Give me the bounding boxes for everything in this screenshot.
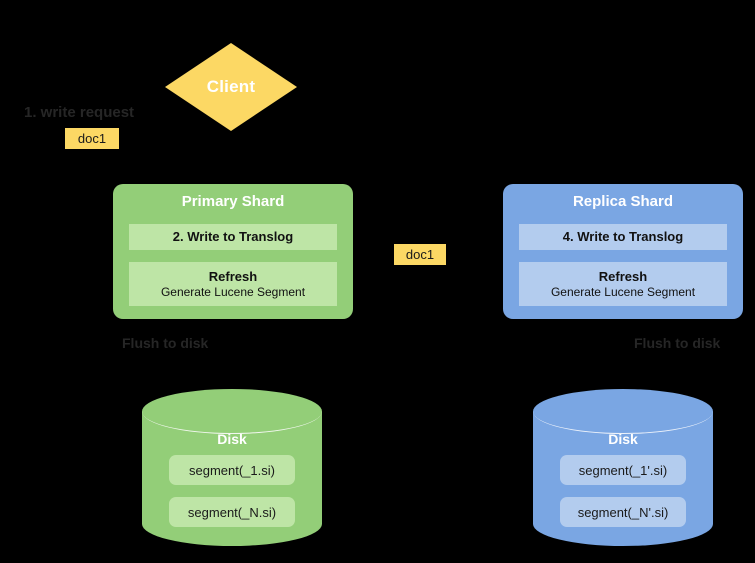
doc-badge-replication: doc1 (394, 244, 446, 265)
replica-disk-cylinder[interactable]: Disk segment(_1'.si) segment(_N'.si) (533, 389, 713, 546)
primary-segment-chip-2: segment(_N.si) (169, 497, 295, 527)
primary-flush-caption: Flush to disk (122, 335, 209, 351)
primary-shard-card[interactable]: Primary Shard 2. Write to Translog Refre… (113, 184, 353, 319)
replica-refresh-title: Refresh (598, 268, 648, 284)
cylinder-top-ellipse (533, 389, 713, 434)
replica-flush-caption: Flush to disk (634, 335, 721, 351)
replica-translog-label: 4. Write to Translog (562, 229, 684, 244)
primary-disk-cylinder[interactable]: Disk segment(_1.si) segment(_N.si) (142, 389, 322, 546)
primary-segment-chip-1: segment(_1.si) (169, 455, 295, 485)
replica-translog-box[interactable]: 4. Write to Translog (519, 224, 727, 250)
primary-disk-label: Disk (217, 431, 247, 447)
replica-shard-card[interactable]: Replica Shard 4. Write to Translog Refre… (503, 184, 743, 319)
replica-refresh-box[interactable]: Refresh Generate Lucene Segment (519, 262, 727, 306)
write-request-caption: 1. write request (24, 104, 135, 121)
client-label: Client (206, 77, 256, 96)
replica-shard-title: Replica Shard (572, 193, 674, 210)
primary-refresh-title: Refresh (208, 268, 258, 284)
primary-refresh-box[interactable]: Refresh Generate Lucene Segment (129, 262, 337, 306)
primary-refresh-subtitle: Generate Lucene Segment (160, 284, 306, 299)
client-node[interactable]: Client (165, 43, 297, 131)
cylinder-top-ellipse (142, 389, 322, 434)
replica-disk-label: Disk (608, 431, 638, 447)
primary-translog-box[interactable]: 2. Write to Translog (129, 224, 337, 250)
replica-refresh-subtitle: Generate Lucene Segment (550, 284, 696, 299)
primary-shard-title: Primary Shard (181, 193, 285, 210)
doc-badge-request: doc1 (65, 128, 119, 149)
replica-segment-chip-2: segment(_N'.si) (560, 497, 686, 527)
replica-segment-chip-1: segment(_1'.si) (560, 455, 686, 485)
primary-translog-label: 2. Write to Translog (172, 229, 294, 244)
